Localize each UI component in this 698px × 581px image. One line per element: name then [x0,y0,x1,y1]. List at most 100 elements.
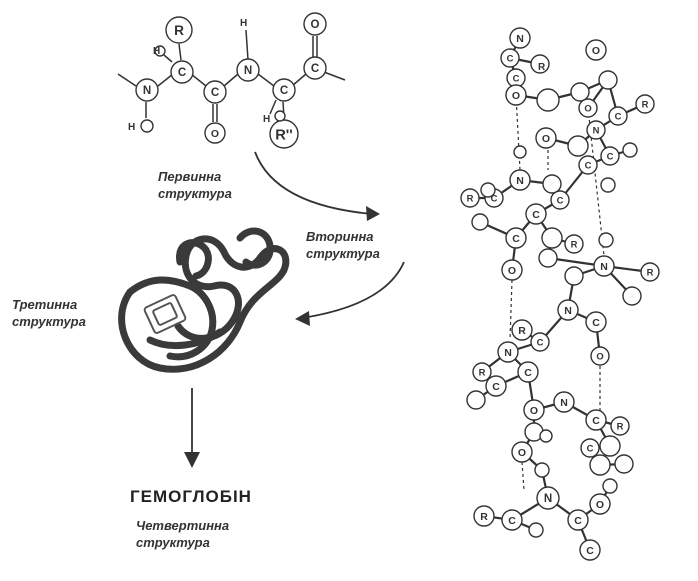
helix-atom [536,88,560,112]
helix-atom [539,429,553,443]
primary-label-line2: структура [158,186,232,201]
svg-text:R: R [479,367,486,378]
svg-text:O: O [530,405,538,417]
helix-atom [564,266,584,286]
svg-text:C: C [592,415,600,427]
svg-text:N: N [600,261,608,273]
svg-text:R: R [174,23,184,38]
svg-text:O: O [508,265,516,277]
helix-atom [614,454,634,474]
helix-atom: R [640,262,660,282]
svg-text:N: N [593,125,600,136]
helix-atom [530,54,550,74]
secondary-structure-label: Вторинна структура [306,228,380,262]
svg-text:C: C [513,73,520,84]
helix-atom: C [578,155,598,175]
helix-atom [589,454,611,476]
svg-text:O: O [592,45,600,57]
helix-atom: N [593,255,615,277]
helix-atom [541,227,563,249]
helix-atom: C [500,48,520,68]
hydrogen-atom-small-2 [154,45,166,57]
secondary-label-line1: Вторинна [306,229,374,244]
helix-r-label: R [538,62,546,73]
helix-atom [567,135,589,157]
helix-atom: N [509,27,531,49]
helix-atom: N [509,169,531,191]
helix-atom: O [501,259,523,281]
helix-atom: O [590,346,610,366]
helix-atom: O [589,493,611,515]
helix-atom: R [635,94,655,114]
svg-text:O: O [211,128,219,140]
svg-text:N: N [244,65,252,77]
nitrogen-atom-2: N [236,58,260,82]
svg-text:R: R [467,193,474,204]
helix-atom: C [600,146,620,166]
svg-text:C: C [211,87,220,99]
svg-text:O: O [584,103,591,114]
svg-text:C: C [492,381,500,393]
hydrogen-label-4: H [263,114,270,125]
helix-atom [513,145,527,159]
svg-text:C: C [532,209,540,221]
carbonyl-oxygen-atom-2: O [303,12,327,36]
svg-text:C: C [557,195,564,206]
svg-text:N: N [544,493,552,505]
alpha-carbon-atom: C [170,60,194,84]
svg-text:N: N [516,175,524,187]
svg-text:C: C [491,193,498,204]
r-prime-group-atom: R'' [269,119,299,149]
hydrogen-atom-small-3 [274,110,286,122]
helix-atom [480,182,496,198]
hydrogen-bond [521,461,525,491]
helix-atom: C [501,509,523,531]
helix-atom: C [485,375,507,397]
helix-atom: C [517,361,539,383]
helix-atom [598,232,614,248]
secondary-to-tertiary-arrow [301,261,405,319]
helix-atom [598,70,618,90]
hydrogen-label-2: H [240,18,247,29]
helix-atom: C [567,509,589,531]
helix-atom: O [535,127,557,149]
svg-text:O: O [518,447,526,459]
helix-atom: C [585,311,607,333]
helix-atom: O [585,39,607,61]
helix-atom: O [578,98,598,118]
svg-text:N: N [143,85,151,97]
helix-atom: O [505,84,527,106]
helix-atom [466,390,486,410]
helix-atom [471,213,489,231]
svg-text:R'': R'' [275,127,293,143]
svg-text:N: N [504,347,512,359]
helix-atom: C [505,227,527,249]
svg-text:R: R [617,421,624,432]
alpha-carbon-atom-2: C [272,78,296,102]
helix-atom: R [511,319,533,341]
svg-text:R: R [480,511,488,523]
svg-text:O: O [512,90,520,102]
helix-atom [542,174,562,194]
svg-text:C: C [507,53,514,64]
r-group-atom: R [165,16,193,44]
svg-text:N: N [516,33,524,45]
svg-text:O: O [311,19,320,31]
tertiary-structure-label: Третинна структура [12,296,86,330]
helix-atom [622,142,638,158]
svg-text:C: C [586,545,594,557]
hydrogen-label-3: H [128,122,135,133]
helix-atom [528,522,544,538]
helix-atom: R [473,505,495,527]
tertiary-label-line2: структура [12,314,86,329]
helix-atom: C [608,106,628,126]
hydrogen-label: H [153,46,160,57]
helix-atom: N [497,341,519,363]
helix-atom: C [579,539,601,561]
hemoglobin-title: ГЕМОГЛОБІН [130,487,252,506]
helix-atom [602,478,618,494]
